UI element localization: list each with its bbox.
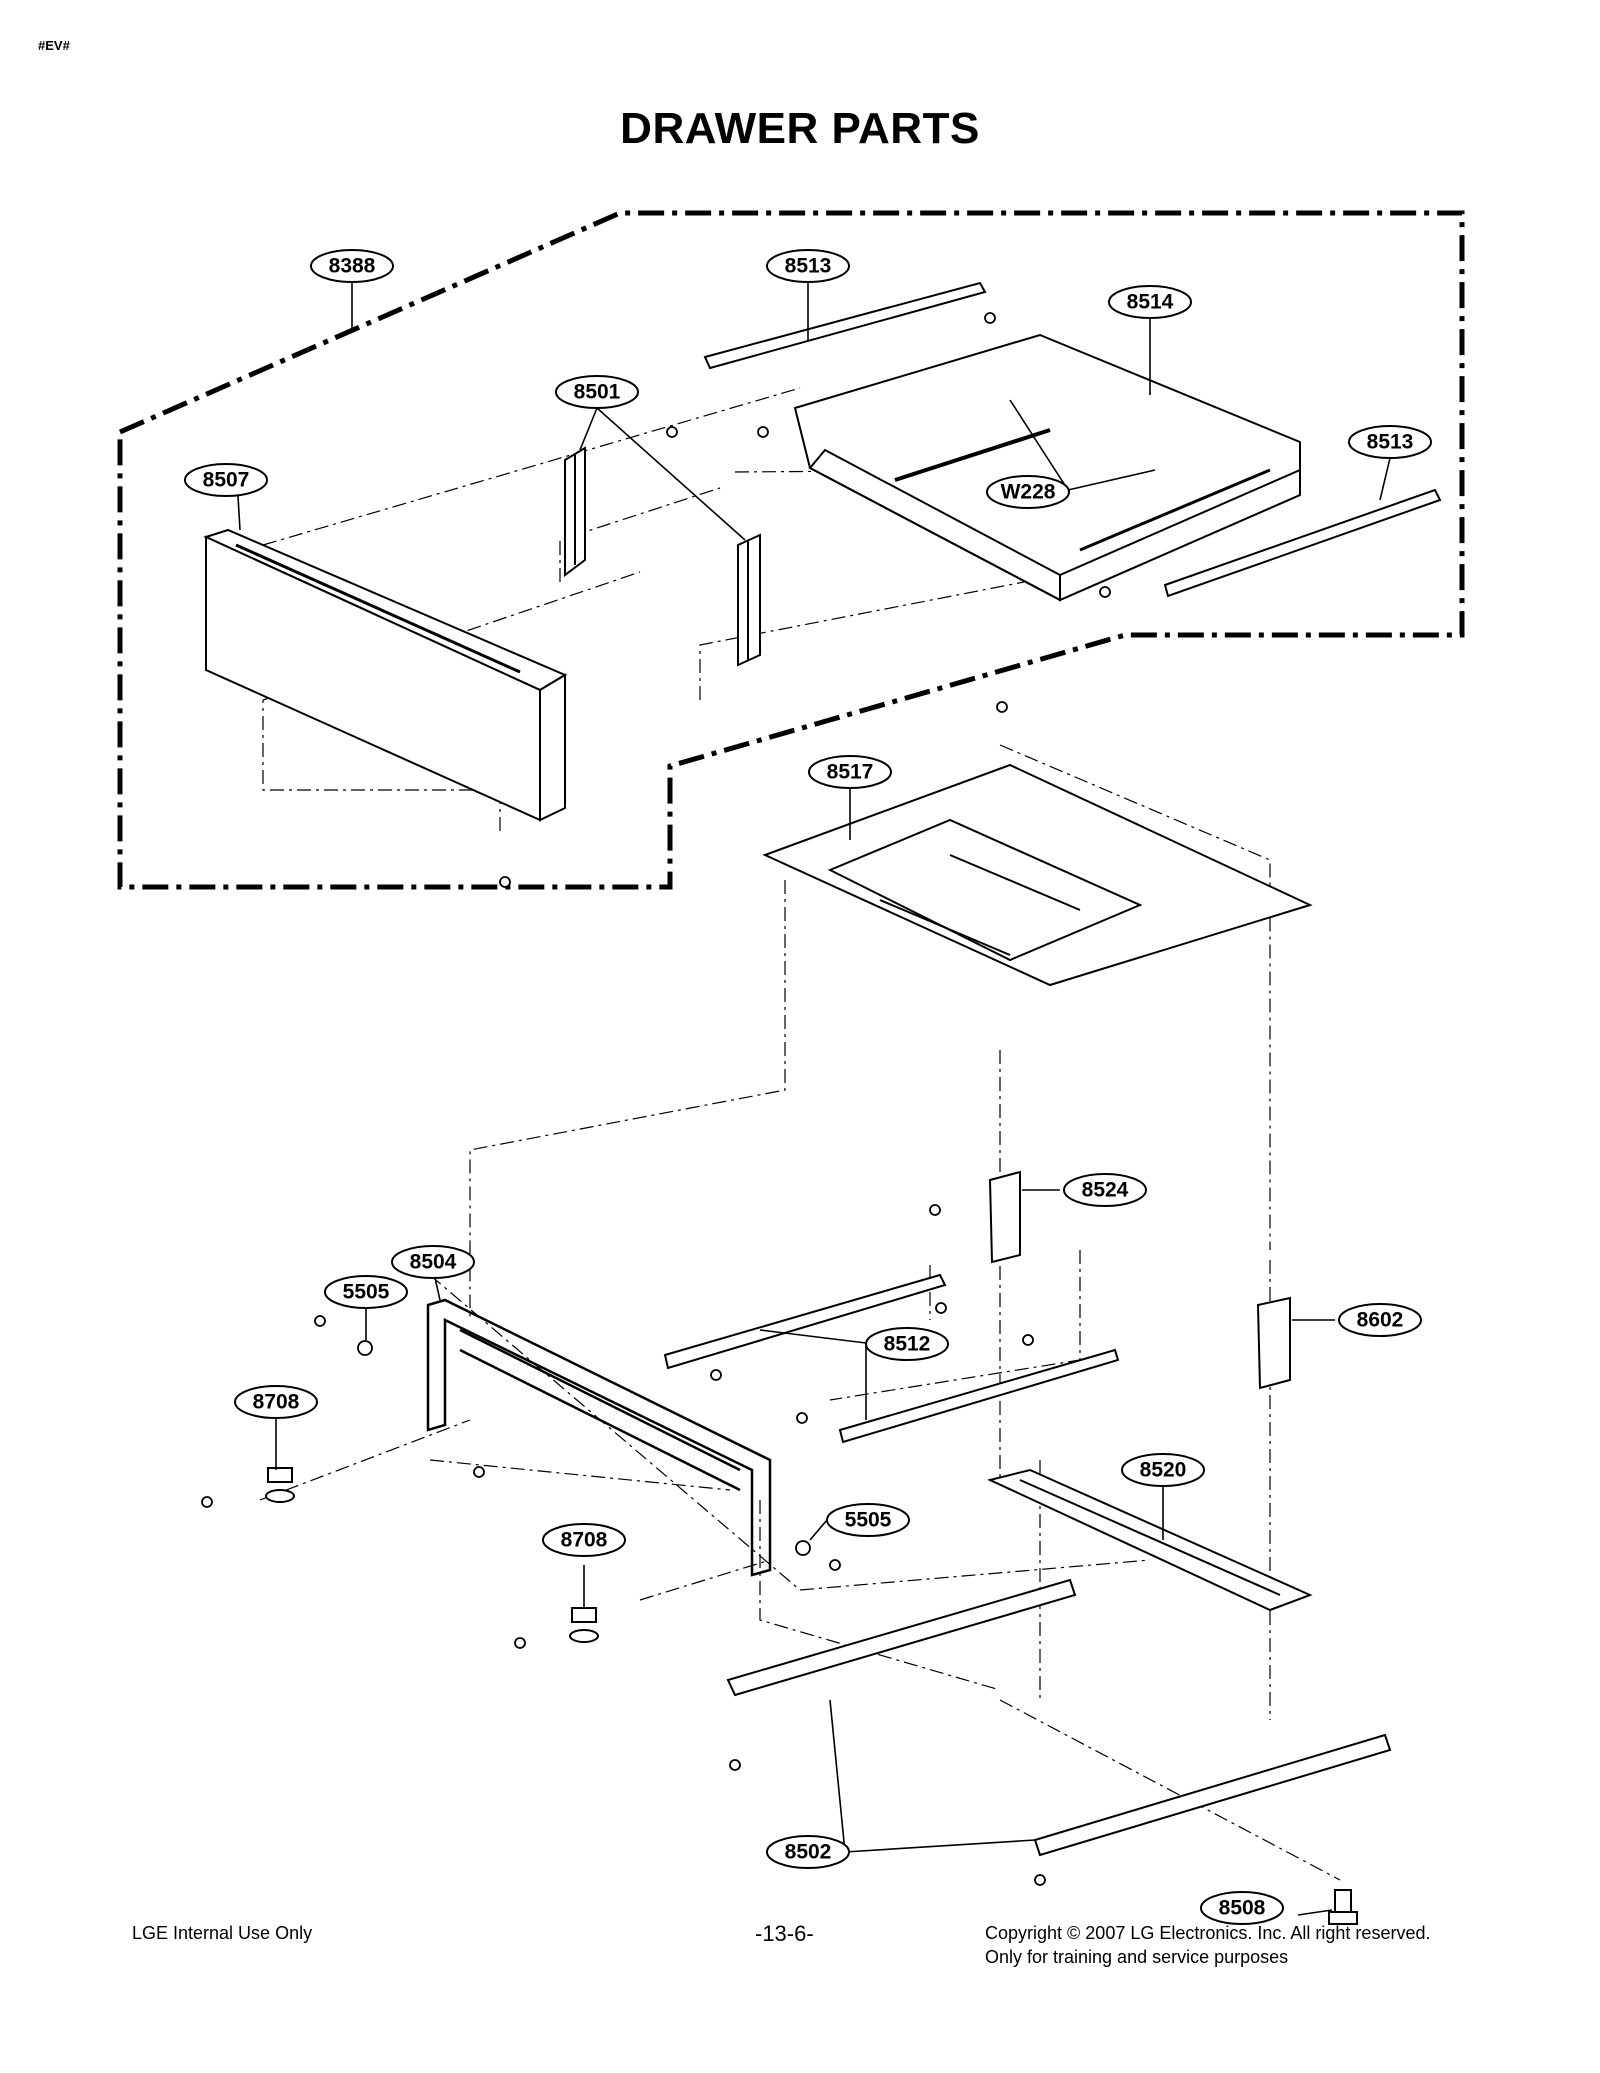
- assembly-guide-lines: [259, 387, 1341, 1881]
- callout-8513-upper: 8513: [766, 249, 850, 283]
- screw: [710, 1369, 722, 1381]
- page-tag: #EV#: [38, 38, 70, 53]
- drawer-bracket-left: [564, 446, 586, 577]
- base-rail-left: [726, 1578, 1077, 1697]
- callout-label: 8507: [203, 469, 250, 492]
- callout-label: 8520: [1140, 1459, 1187, 1482]
- screw: [473, 1466, 485, 1478]
- callout-8388: 8388: [310, 249, 394, 283]
- screw: [1022, 1334, 1034, 1346]
- drawer-cover-plate: [762, 763, 1313, 987]
- callout-label: 8602: [1357, 1309, 1404, 1332]
- drawer-frame: [426, 1298, 772, 1577]
- callout-5505-upper: 5505: [324, 1275, 408, 1309]
- footer-page-number: -13-6-: [755, 1921, 814, 1946]
- screw: [1034, 1874, 1046, 1886]
- washer: [357, 1340, 373, 1356]
- screw: [829, 1559, 841, 1571]
- drawer-box: [793, 333, 1301, 602]
- callout-label: 8388: [329, 255, 376, 278]
- drawer-rail-right: [1163, 488, 1442, 598]
- callout-label: 8708: [561, 1529, 608, 1552]
- screw: [314, 1315, 326, 1327]
- callout-8501: 8501: [555, 375, 639, 409]
- screw: [929, 1204, 941, 1216]
- drawer-tray-8520: [987, 1468, 1313, 1612]
- base-rail-right: [1033, 1733, 1392, 1857]
- callout-label: 8513: [785, 255, 832, 278]
- screw: [729, 1759, 741, 1771]
- callout-label: 8524: [1082, 1179, 1129, 1202]
- drawer-rail-upper: [703, 281, 987, 370]
- callout-label: 8512: [884, 1333, 931, 1356]
- callout-8507: 8507: [184, 463, 268, 497]
- callout-label: 8502: [785, 1841, 832, 1864]
- callout-8508: 8508: [1200, 1891, 1284, 1925]
- callout-8520: 8520: [1121, 1453, 1205, 1487]
- footer-copyright: Copyright © 2007 LG Electronics. Inc. Al…: [985, 1921, 1430, 1969]
- drawer-front-panel: [203, 528, 568, 822]
- callout-8514: 8514: [1108, 285, 1192, 319]
- screw-set: [201, 312, 1111, 1886]
- footer-copyright-line-2: Only for training and service purposes: [985, 1947, 1289, 1967]
- callout-8502: 8502: [766, 1835, 850, 1869]
- footer-copyright-line-1: Copyright © 2007 LG Electronics. Inc. Al…: [985, 1923, 1431, 1943]
- page-title: DRAWER PARTS: [620, 104, 980, 153]
- screw: [666, 426, 678, 438]
- callout-8708-left: 8708: [234, 1385, 318, 1419]
- callout-label: 8513: [1367, 431, 1414, 454]
- callout-W228: W228: [986, 475, 1070, 509]
- callout-label: 5505: [343, 1281, 390, 1304]
- callout-label: W228: [1001, 481, 1056, 504]
- screw: [499, 876, 511, 888]
- callout-8708-right: 8708: [542, 1523, 626, 1557]
- screw: [796, 1412, 808, 1424]
- leveling-foot-left: [265, 1467, 295, 1503]
- screw: [935, 1302, 947, 1314]
- callout-8504: 8504: [391, 1245, 475, 1279]
- frame-rail-lower: [838, 1348, 1120, 1444]
- callout-label: 8504: [410, 1251, 457, 1274]
- callout-label: 8517: [827, 761, 874, 784]
- callout-label: 8708: [253, 1391, 300, 1414]
- footer-internal-use: LGE Internal Use Only: [132, 1923, 313, 1943]
- callout-8513-right: 8513: [1348, 425, 1432, 459]
- callout-label: 8514: [1127, 291, 1174, 314]
- side-bracket-8602: [1256, 1296, 1291, 1390]
- frame-rail-upper: [663, 1273, 947, 1370]
- screw: [201, 1496, 213, 1508]
- screw: [514, 1637, 526, 1649]
- screw: [984, 312, 996, 324]
- screw: [996, 701, 1008, 713]
- side-bracket-8524: [988, 1170, 1021, 1264]
- callout-8512: 8512: [865, 1327, 949, 1361]
- leveling-leg-8508: [1328, 1889, 1358, 1925]
- callout-5505-lower: 5505: [826, 1503, 910, 1537]
- callout-label: 5505: [845, 1509, 892, 1532]
- drawer-assembly-boundary: [117, 210, 1465, 890]
- leveling-foot-right: [569, 1607, 599, 1643]
- callout-label: 8501: [574, 381, 621, 404]
- screw: [1099, 586, 1111, 598]
- callout-label: 8508: [1219, 1897, 1266, 1920]
- drawer-bracket-right: [737, 533, 761, 667]
- leader-lines: [237, 282, 1391, 1916]
- callout-8602: 8602: [1338, 1303, 1422, 1337]
- callout-8524: 8524: [1063, 1173, 1147, 1207]
- screw: [757, 426, 769, 438]
- callout-8517: 8517: [808, 755, 892, 789]
- washer: [795, 1540, 811, 1556]
